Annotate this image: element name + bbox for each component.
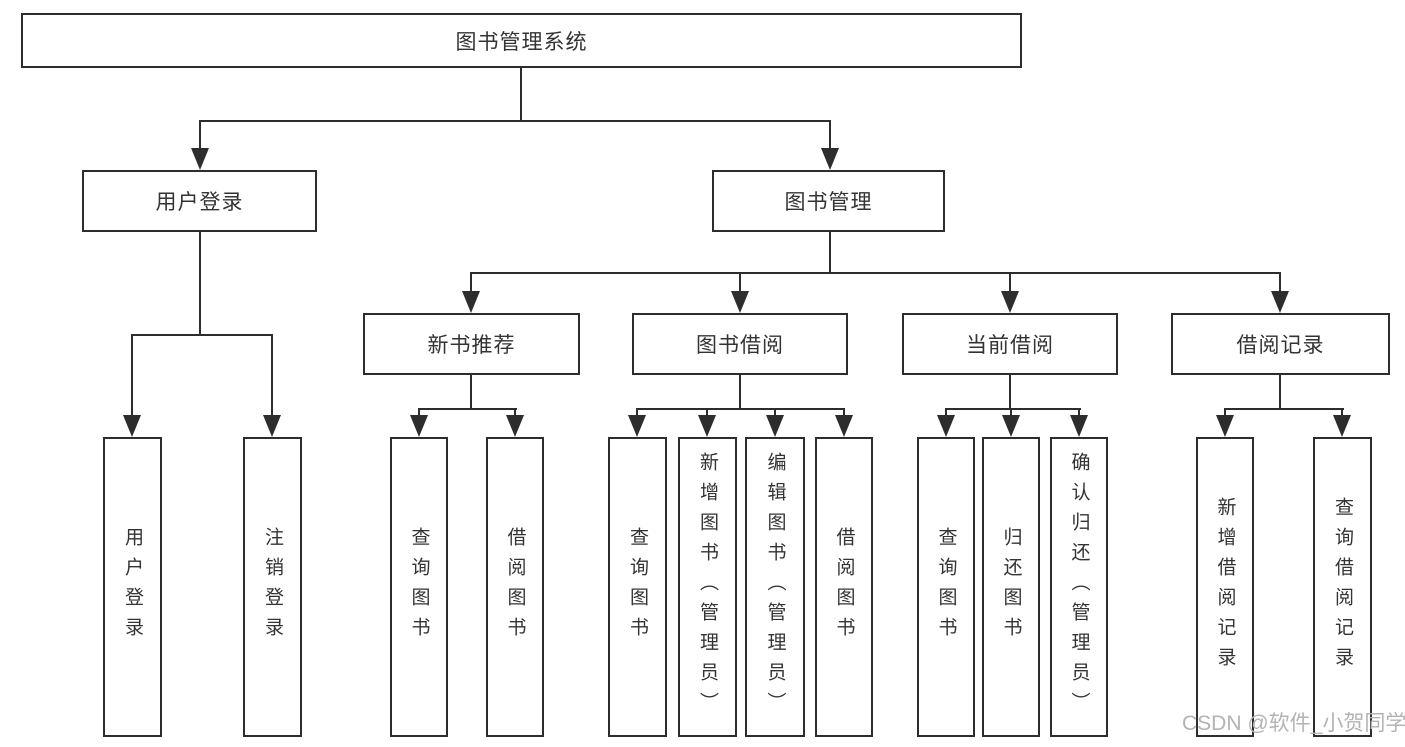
arrow-down-icon (937, 415, 955, 437)
arrow-down-icon (821, 148, 839, 170)
connector-line (829, 120, 831, 150)
node-book-borrow-label: 图书借阅 (696, 334, 784, 357)
arrow-down-icon (1271, 291, 1289, 313)
node-book-management: 图书管理 (712, 170, 945, 232)
connector-line (739, 272, 741, 292)
connector-line (271, 334, 273, 418)
leaf-query-books-borrow: 查询图书 (608, 437, 667, 737)
connector-line (1009, 272, 1011, 292)
arrow-down-icon (1070, 415, 1088, 437)
arrow-down-icon (462, 291, 480, 313)
arrow-down-icon (506, 415, 524, 437)
connector-line (1279, 272, 1281, 292)
leaf-borrow-books: 借阅图书 (815, 437, 873, 737)
leaf-user-login: 用户登录 (103, 437, 162, 737)
leaf-borrow-books-recommend-label: 借阅图书 (504, 527, 526, 647)
watermark: CSDN @软件_小贺同学 (1182, 712, 1405, 735)
leaf-query-books-current: 查询图书 (917, 437, 975, 737)
leaf-confirm-return-admin: 确认归还（管理员） (1050, 437, 1108, 737)
leaf-add-borrow-record-label: 新增借阅记录 (1214, 497, 1236, 677)
leaf-return-books-label: 归还图书 (1000, 527, 1022, 647)
arrow-down-icon (410, 415, 428, 437)
connector-line (131, 334, 273, 336)
connector-line (636, 408, 638, 418)
node-book-management-label: 图书管理 (784, 191, 873, 214)
connector-line (636, 408, 845, 410)
arrow-down-icon (766, 415, 784, 437)
leaf-query-books-recommend-label: 查询图书 (408, 527, 430, 647)
arrow-down-icon (263, 415, 281, 437)
connector-line (470, 272, 1281, 274)
connector-line (706, 408, 708, 418)
connector-line (199, 120, 831, 122)
connector-line (1224, 408, 1226, 418)
connector-line (843, 408, 845, 418)
leaf-user-login-label: 用户登录 (122, 527, 143, 647)
leaf-return-books: 归还图书 (982, 437, 1040, 737)
arrow-down-icon (698, 415, 716, 437)
node-root: 图书管理系统 (21, 13, 1022, 68)
leaf-query-borrow-record-label: 查询借阅记录 (1332, 497, 1353, 677)
node-new-book-recommend: 新书推荐 (363, 313, 580, 375)
connector-line (774, 408, 776, 418)
node-root-label: 图书管理系统 (455, 30, 588, 54)
arrow-down-icon (1002, 415, 1020, 437)
node-current-borrow: 当前借阅 (902, 313, 1118, 375)
connector-line (470, 272, 472, 292)
arrow-down-icon (628, 415, 646, 437)
connector-line (470, 373, 472, 410)
leaf-add-borrow-record: 新增借阅记录 (1196, 437, 1254, 737)
arrow-down-icon (835, 415, 853, 437)
connector-line (945, 408, 947, 418)
connector-line (1224, 408, 1344, 410)
node-book-borrow: 图书借阅 (632, 313, 848, 375)
connector-line (829, 230, 831, 274)
leaf-query-books-recommend: 查询图书 (390, 437, 448, 737)
leaf-edit-books-admin: 编辑图书（管理员） (745, 437, 805, 737)
arrow-down-icon (1216, 415, 1234, 437)
node-current-borrow-label: 当前借阅 (966, 334, 1054, 357)
leaf-confirm-return-admin-label: 确认归还（管理员） (1068, 452, 1090, 722)
connector-line (739, 373, 741, 410)
leaf-logout: 注销登录 (243, 437, 302, 737)
leaf-query-books-borrow-label: 查询图书 (627, 527, 648, 647)
connector-line (945, 408, 1081, 410)
leaf-add-books-admin: 新增图书（管理员） (678, 437, 737, 737)
connector-line (514, 408, 516, 418)
node-borrow-records: 借阅记录 (1171, 313, 1390, 375)
connector-line (1078, 408, 1080, 418)
node-borrow-records-label: 借阅记录 (1236, 334, 1325, 357)
connector-line (1279, 373, 1281, 410)
connector-line (199, 120, 201, 150)
node-new-book-recommend-label: 新书推荐 (427, 334, 516, 357)
leaf-borrow-books-recommend: 借阅图书 (486, 437, 544, 737)
arrow-down-icon (191, 148, 209, 170)
connector-line (1009, 373, 1011, 410)
node-user-login: 用户登录 (82, 170, 317, 232)
connector-line (199, 230, 201, 336)
leaf-query-books-current-label: 查询图书 (935, 527, 957, 647)
connector-line (418, 408, 517, 410)
leaf-add-books-admin-label: 新增图书（管理员） (697, 452, 718, 722)
connector-line (131, 334, 133, 418)
connector-line (418, 408, 420, 418)
leaf-query-borrow-record: 查询借阅记录 (1313, 437, 1372, 737)
connector-line (1010, 408, 1012, 418)
node-user-login-label: 用户登录 (155, 191, 244, 214)
leaf-edit-books-admin-label: 编辑图书（管理员） (764, 452, 786, 722)
arrow-down-icon (1001, 291, 1019, 313)
connector-line (520, 66, 522, 122)
arrow-down-icon (123, 415, 141, 437)
arrow-down-icon (731, 291, 749, 313)
arrow-down-icon (1333, 415, 1351, 437)
leaf-logout-label: 注销登录 (262, 527, 283, 647)
connector-line (1341, 408, 1343, 418)
leaf-borrow-books-label: 借阅图书 (833, 527, 855, 647)
